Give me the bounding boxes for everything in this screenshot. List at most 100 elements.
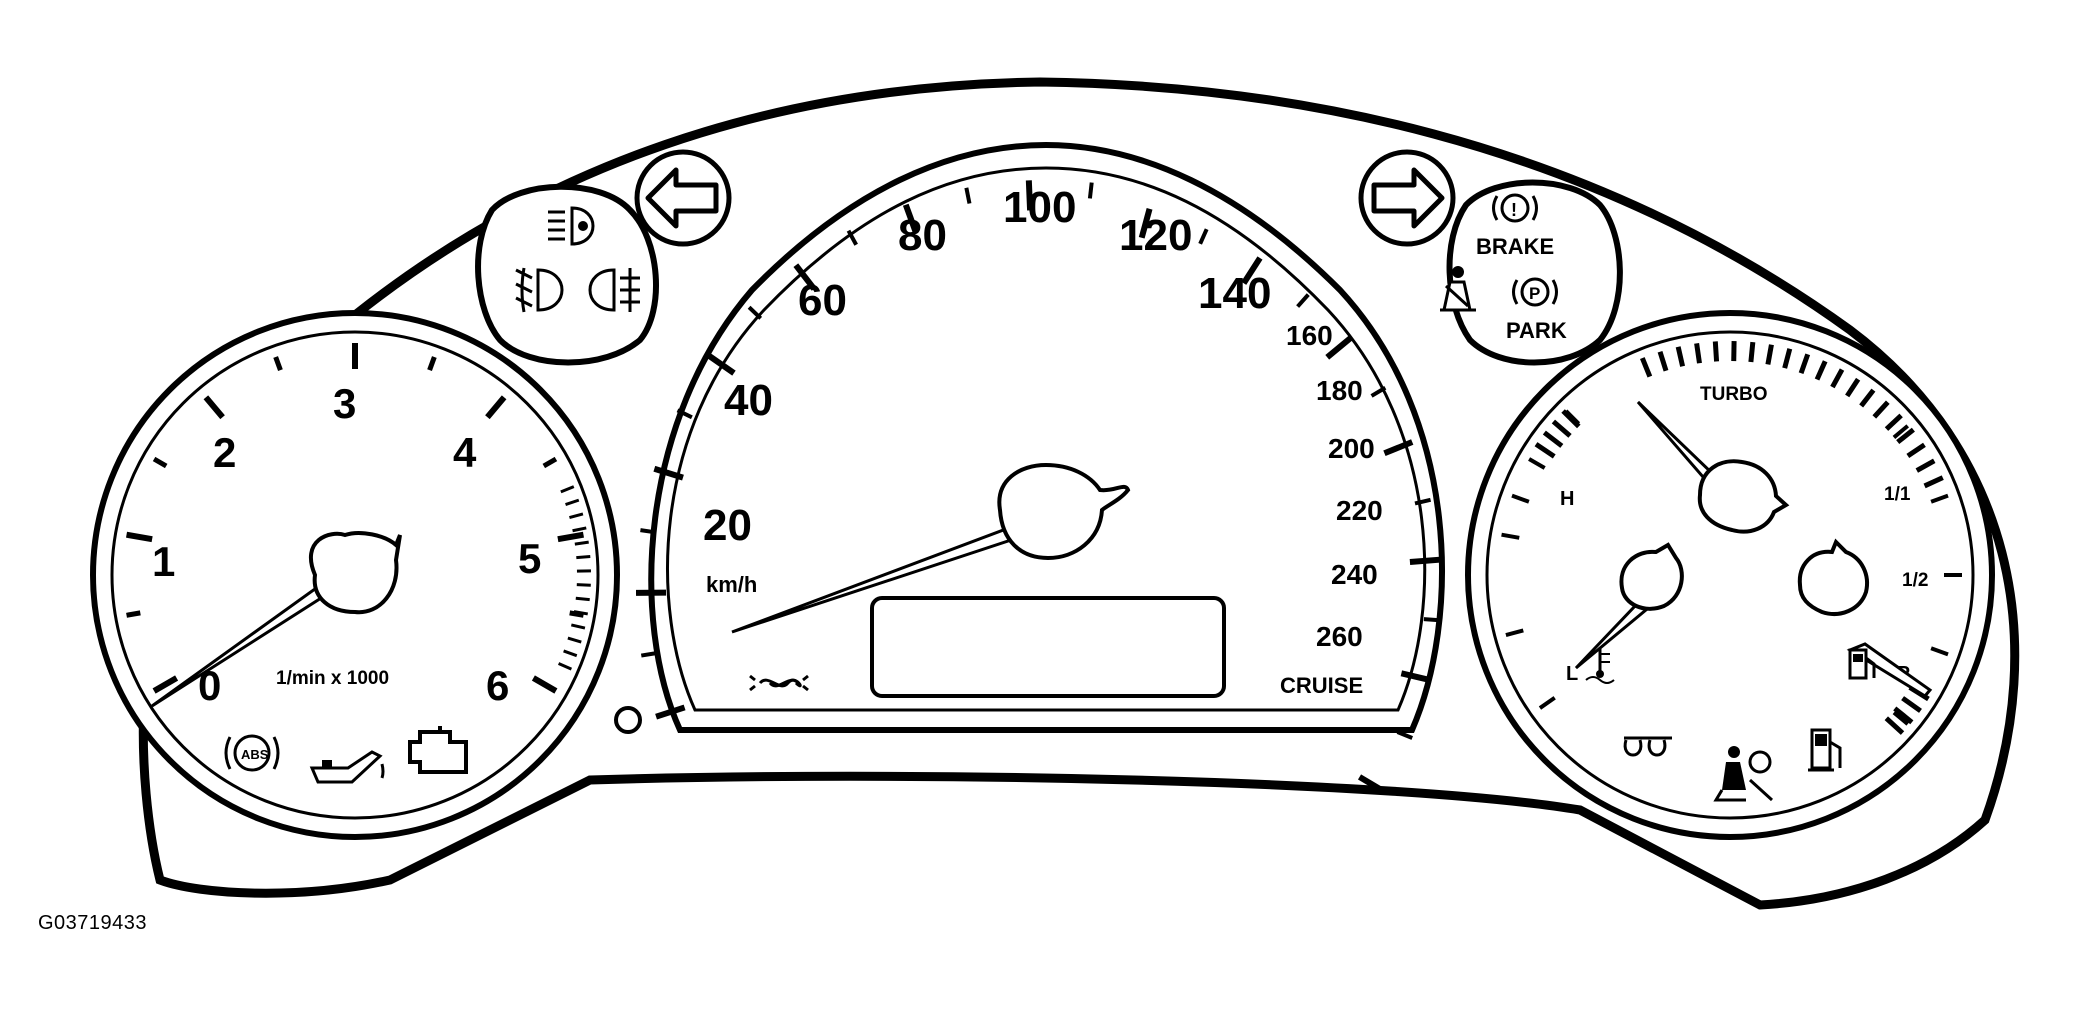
speed-label-20: 20 [703, 501, 752, 550]
temp-tick [1505, 628, 1524, 637]
speed-tick [655, 704, 686, 720]
temp-low-label: L [1566, 663, 1578, 685]
tach-tick [126, 531, 153, 543]
tach-unit-label: 1/min x 1000 [276, 668, 389, 689]
tach-redzone-tick [574, 540, 589, 546]
speed-tick [846, 229, 858, 246]
lights-cluster [475, 183, 659, 366]
turbo-tick [1712, 341, 1720, 362]
turbo-tick [1765, 344, 1774, 365]
park-symbol: P [1529, 284, 1540, 303]
temp-hot-tick [1534, 442, 1556, 459]
speed-tick [1357, 774, 1387, 795]
airbag-icon [1713, 746, 1774, 802]
speed-tick [1383, 439, 1414, 457]
speed-label-180: 180 [1316, 375, 1363, 406]
speed-label-80: 80 [898, 211, 947, 260]
fuel-temp-turbo-gauge: TURBO H L 1/1 1/2 R [1465, 310, 1995, 840]
cruise-label: CRUISE [1280, 673, 1363, 698]
speed-tick [1325, 335, 1353, 360]
speed-label-200: 200 [1328, 433, 1375, 464]
fuel-tick [1930, 493, 1949, 504]
speed-label-100: 100 [1003, 183, 1076, 232]
speed-label-240: 240 [1331, 559, 1378, 590]
tach-redzone-tick [570, 623, 586, 630]
speed-tick [1296, 293, 1310, 308]
speed-tick [1396, 730, 1413, 740]
coolant-temp-icon [1585, 648, 1615, 684]
tach-tick [485, 395, 507, 420]
speed-tick [1025, 180, 1034, 211]
seatbelt-icon [1440, 266, 1476, 312]
speed-tick [1423, 617, 1440, 623]
speed-tick [676, 408, 693, 420]
tach-tick [152, 675, 179, 694]
fuel-reserve-tick [1893, 706, 1914, 725]
speed-tick [1198, 228, 1209, 245]
low-fuel-icon [1808, 728, 1842, 772]
turbo-tick [1845, 377, 1861, 398]
speed-tick [1370, 386, 1387, 398]
glow-indicator-icon [1623, 736, 1672, 757]
tach-label-2: 2 [213, 429, 236, 476]
turbo-tick [1814, 360, 1828, 381]
fuel-needle [1846, 642, 1933, 698]
tach-label-4: 4 [453, 429, 477, 476]
speed-label-120: 120 [1119, 211, 1192, 260]
high-beam-icon [548, 206, 595, 246]
speed-tick [1400, 670, 1432, 684]
turbo-tick [1859, 388, 1876, 408]
speed-label-160: 160 [1286, 320, 1333, 351]
tach-tick [152, 456, 168, 469]
temp-tick [1501, 532, 1520, 540]
tach-tick [126, 610, 141, 618]
speed-tick [902, 203, 919, 234]
speed-tick [1087, 182, 1094, 199]
tach-redzone-tick [563, 649, 578, 658]
left-turn-arrow-icon [645, 167, 719, 229]
speed-needle-hub [997, 462, 1131, 561]
brake-warning-icon: ! BRAKE [1476, 193, 1554, 259]
tach-redzone-tick [557, 662, 573, 671]
fuel-reserve-tick [1901, 696, 1922, 713]
tach-redzone-tick [560, 485, 575, 494]
tach-redzone-tick [565, 498, 580, 506]
speedometer: 20 40 60 80 100 120 140 160 180 200 220 … [635, 141, 1445, 795]
abs-warning-icon: ABS [224, 734, 280, 772]
speed-tick [793, 263, 817, 291]
temp-tick [1528, 457, 1546, 470]
tach-redzone-tick [567, 636, 582, 644]
turbo-tick [1906, 442, 1926, 459]
speedometer-ticks [635, 180, 1441, 795]
fuel-tick [1892, 711, 1910, 726]
tach-label-5: 5 [518, 535, 541, 582]
oil-pressure-icon [309, 750, 385, 784]
abs-text: ABS [241, 747, 269, 762]
figure-id-label: G03719433 [38, 912, 148, 934]
odometer-display [870, 596, 1226, 698]
tach-tick [542, 456, 558, 469]
brake-label: BRAKE [1476, 234, 1554, 259]
speed-label-140: 140 [1198, 269, 1271, 318]
traction-control-icon [749, 674, 809, 692]
turbo-tick [1884, 413, 1903, 431]
trip-reset-button[interactable] [614, 706, 642, 734]
park-label: PARK [1506, 318, 1567, 343]
turbo-label: TURBO [1700, 384, 1768, 405]
tach-redzone-tick [573, 610, 589, 616]
speed-label-40: 40 [724, 376, 773, 425]
tach-redzone-tick [569, 512, 584, 519]
fuel-tick [1930, 646, 1949, 657]
fuel-tick [1892, 424, 1910, 439]
turbo-tick [1830, 368, 1845, 389]
speed-label-60: 60 [798, 276, 847, 325]
temp-hot-tick [1551, 419, 1572, 438]
left-turn-indicator [634, 149, 732, 247]
temp-tick [1538, 696, 1556, 710]
tach-tick [273, 356, 283, 372]
tach-tick [557, 531, 584, 543]
tach-redzone-tick [575, 596, 590, 602]
turbo-tick [1915, 458, 1936, 473]
tach-label-3: 3 [333, 380, 356, 427]
